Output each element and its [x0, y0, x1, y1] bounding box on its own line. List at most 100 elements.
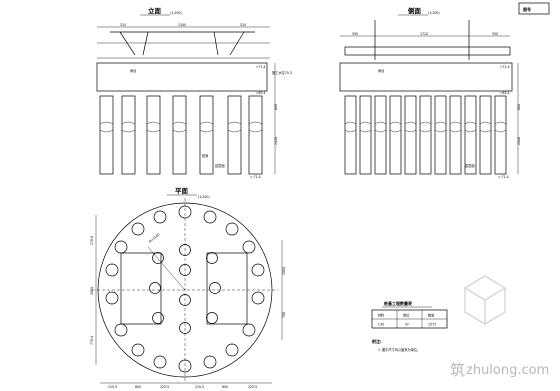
elevation-pile-note: 桩身 — [202, 153, 208, 158]
plan-bottom-dim-3: 225.5 — [160, 385, 169, 389]
plan-pile — [179, 244, 191, 256]
side-pile — [449, 95, 462, 175]
table-header-1: 材料 — [378, 313, 385, 318]
table-cell-2: m³ — [405, 323, 410, 327]
watermark-logo — [464, 275, 506, 325]
plan-piles — [105, 205, 265, 373]
side-pile — [494, 95, 507, 175]
plan-pile — [105, 291, 119, 305]
elev-pile — [121, 95, 136, 175]
plan-pile — [131, 222, 145, 236]
table-header-3: 数量 — [428, 313, 435, 318]
side-scale: (1:200) — [428, 11, 440, 15]
table-header-2: 单位 — [403, 313, 410, 318]
elevation-water: 施工水位70.3 — [272, 70, 292, 75]
plan-right-dim-1: 1000 — [282, 267, 286, 275]
plan-pile — [131, 343, 145, 357]
side-top-dim-2: 1710 — [420, 32, 428, 36]
notes-title: 附注: — [372, 338, 382, 344]
side-pile — [374, 95, 387, 175]
side-piles — [344, 95, 507, 175]
plan-column-right — [206, 252, 248, 325]
side-pile — [434, 95, 447, 175]
side-pile-cap — [339, 62, 513, 92]
side-title: 侧面 — [408, 6, 422, 15]
elevation-rock-note: 岩层面 — [215, 163, 225, 168]
elevation-top-dim-3: 310 — [240, 23, 246, 27]
plan-pile — [179, 264, 191, 276]
plan-right-dim-2: 700 — [282, 312, 286, 318]
table-cell-3: 1573 — [428, 323, 436, 327]
side-pile — [404, 95, 417, 175]
elevation-title: 立面 — [148, 6, 162, 15]
table-title: 桩基工程数量表 — [384, 300, 412, 306]
watermark-prefix: 筑 — [450, 361, 465, 379]
elev-pile — [227, 95, 242, 175]
elevation-scale: (1:200) — [170, 11, 182, 15]
plan-pile — [179, 294, 191, 306]
plan-bottom-dim-2: 600 — [135, 385, 141, 389]
plan-pile — [206, 252, 218, 264]
plan-pile — [242, 240, 256, 254]
side-pile — [419, 95, 432, 175]
side-pile — [479, 95, 492, 175]
plan-pile — [209, 282, 221, 294]
plan-pile — [178, 359, 192, 373]
plan-pile — [251, 263, 265, 277]
elevation-level-mid: ▽63.4 — [256, 91, 266, 95]
quantity-table: 桩基工程数量表 材料 单位 数量 C30 m³ 1573 — [371, 300, 448, 329]
notes: 附注: 1. 图中尺寸均以厘米为单位。 — [372, 338, 420, 352]
elevation-level-top: ▽71.4 — [256, 65, 266, 69]
notes-item-1: 1. 图中尺寸均以厘米为单位。 — [378, 347, 420, 352]
side-pile-breaks — [344, 121, 507, 125]
plan-pile — [179, 322, 191, 334]
pier-leg-1 — [119, 31, 136, 56]
pier-leg-4 — [229, 31, 245, 56]
plan-pile — [251, 291, 265, 305]
plan-dia-note: R=1100 — [148, 232, 161, 243]
watermark: 筑 zhulong.com — [450, 275, 549, 379]
elevation-top-dim-2: 1340 — [178, 23, 186, 27]
pier-leg-3 — [213, 31, 219, 56]
plan-pile — [178, 205, 192, 219]
side-view: 侧面 (1:200) 350 1710 350 承台 ▽71.4 ▽63.4 — [339, 6, 521, 179]
side-pile — [344, 95, 357, 175]
sheet-label: 图号 — [523, 6, 531, 12]
plan-pile — [153, 210, 167, 224]
elevation-cap-label: 承台 — [130, 68, 136, 73]
plan-pile — [152, 252, 164, 264]
plan-title: 平面 — [175, 187, 189, 195]
side-pile — [389, 95, 402, 175]
side-right-dim-2: 2448 — [517, 137, 521, 145]
elevation-top-dim-1: 310 — [120, 23, 126, 27]
plan-pile — [203, 355, 217, 369]
elevation-bottom-level: ▽-71.4 — [250, 175, 261, 179]
elevation-right-dim-2: 2448 — [274, 137, 278, 145]
elevation-piles — [99, 95, 263, 175]
side-rock-note: 岩层面 — [465, 163, 475, 168]
side-bottom-level: ▽-71.4 — [498, 175, 509, 179]
plan-bottom-dim-1: 215.5 — [108, 385, 117, 389]
plan-pile — [206, 312, 218, 324]
side-pier-top — [344, 46, 511, 56]
plan-left-dim-3: 770.4 — [90, 336, 94, 345]
plan-pile — [242, 323, 256, 337]
plan-bottom-dim-6: 225.5 — [248, 385, 257, 389]
plan-bottom-dim-5: 600 — [222, 385, 228, 389]
side-top-dim-3: 350 — [492, 32, 498, 36]
side-pile-breaks-2 — [344, 129, 507, 133]
elevation-view: 立面 (1:200) 310 1340 310 承台 ▽71.4 施工水位70.… — [96, 6, 292, 179]
side-right-dim-1: 800 — [517, 104, 521, 110]
plan-pile — [114, 240, 128, 254]
elevation-pile-cap — [96, 62, 268, 92]
side-pile — [464, 95, 477, 175]
watermark-text: zhulong.com — [466, 363, 549, 378]
elevation-right-dim-1: 800 — [274, 104, 278, 110]
plan-pile — [114, 323, 128, 337]
plan-pile — [152, 312, 164, 324]
elev-pile-breaks-2 — [99, 129, 263, 133]
elev-pile — [172, 95, 187, 175]
plan-view: 平面 (1:200) R=1100 — [90, 187, 286, 389]
plan-left-dim-2: 1000 — [90, 287, 94, 295]
